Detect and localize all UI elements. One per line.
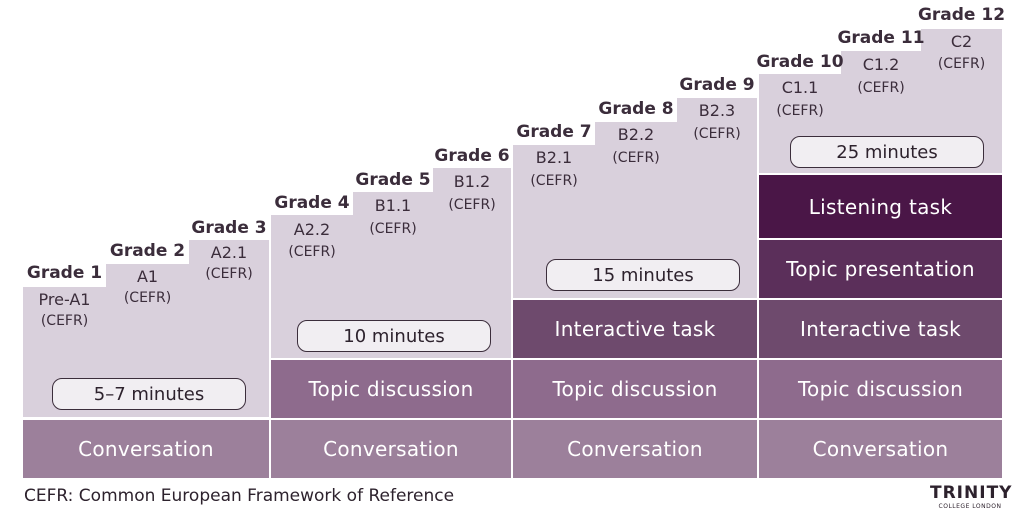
grade-label: Grade 6 (434, 146, 510, 166)
level-label: A2.2 (293, 220, 331, 239)
cefr-label: (CEFR) (288, 244, 336, 260)
logo-subtext: COLLEGE LONDON (938, 503, 1002, 510)
grade-label: Grade 1 (26, 263, 103, 283)
cefr-label: (CEFR) (693, 126, 741, 142)
level-label: B2.1 (535, 148, 573, 167)
level-label: Pre-A1 (38, 290, 91, 309)
logo-wordmark: TRINITY (930, 483, 1013, 503)
grade-label: Grade 12 (917, 5, 1006, 25)
task-topic-discussion: Topic discussion (759, 360, 1002, 418)
grade-label: Grade 9 (679, 75, 755, 95)
cefr-label: (CEFR) (612, 150, 660, 166)
level-label: B2.2 (617, 125, 655, 144)
cefr-label: (CEFR) (937, 56, 986, 72)
duration-pill: 25 minutes (790, 136, 984, 168)
trinity-logo: TRINITY COLLEGE LONDON (930, 483, 1013, 510)
cefr-label: (CEFR) (448, 197, 496, 213)
cefr-label: (CEFR) (776, 103, 824, 119)
level-label: A2.1 (210, 243, 248, 262)
grade-label: Grade 8 (598, 99, 674, 119)
grade-label: Grade 11 (837, 28, 925, 48)
cefr-label: (CEFR) (530, 173, 578, 189)
level-label: B2.3 (698, 101, 736, 120)
task-interactive: Interactive task (759, 300, 1002, 358)
level-label: C1.1 (781, 78, 819, 97)
grade-label: Grade 4 (274, 193, 350, 213)
grade-label: Grade 7 (516, 122, 592, 142)
task-listening: Listening task (759, 175, 1002, 238)
task-conversation: Conversation (23, 420, 269, 478)
level-label: B1.2 (453, 172, 491, 191)
cefr-label: (CEFR) (369, 221, 417, 237)
task-topic-discussion: Topic discussion (271, 360, 511, 418)
footnote: CEFR: Common European Framework of Refer… (24, 486, 455, 506)
grade-label: Grade 2 (109, 241, 186, 261)
task-topic-discussion: Topic discussion (513, 360, 757, 418)
duration-pill: 10 minutes (297, 320, 491, 352)
duration-pill: 15 minutes (546, 259, 740, 291)
duration-pill: 5–7 minutes (52, 378, 246, 410)
task-interactive: Interactive task (513, 300, 757, 358)
cefr-label: (CEFR) (40, 313, 89, 329)
grade-label: Grade 10 (756, 52, 844, 72)
task-conversation: Conversation (271, 420, 511, 478)
level-label: C1.2 (862, 55, 900, 74)
task-conversation: Conversation (759, 420, 1002, 478)
cefr-label: (CEFR) (205, 266, 253, 282)
grade-label: Grade 3 (191, 218, 267, 238)
level-label: B1.1 (374, 196, 412, 215)
cefr-label: (CEFR) (857, 80, 905, 96)
level-label: A1 (136, 267, 159, 286)
grade-label: Grade 5 (355, 170, 431, 190)
cefr-label: (CEFR) (123, 290, 172, 306)
task-topic-presentation: Topic presentation (759, 240, 1002, 298)
level-label: C2 (950, 32, 973, 51)
task-conversation: Conversation (513, 420, 757, 478)
